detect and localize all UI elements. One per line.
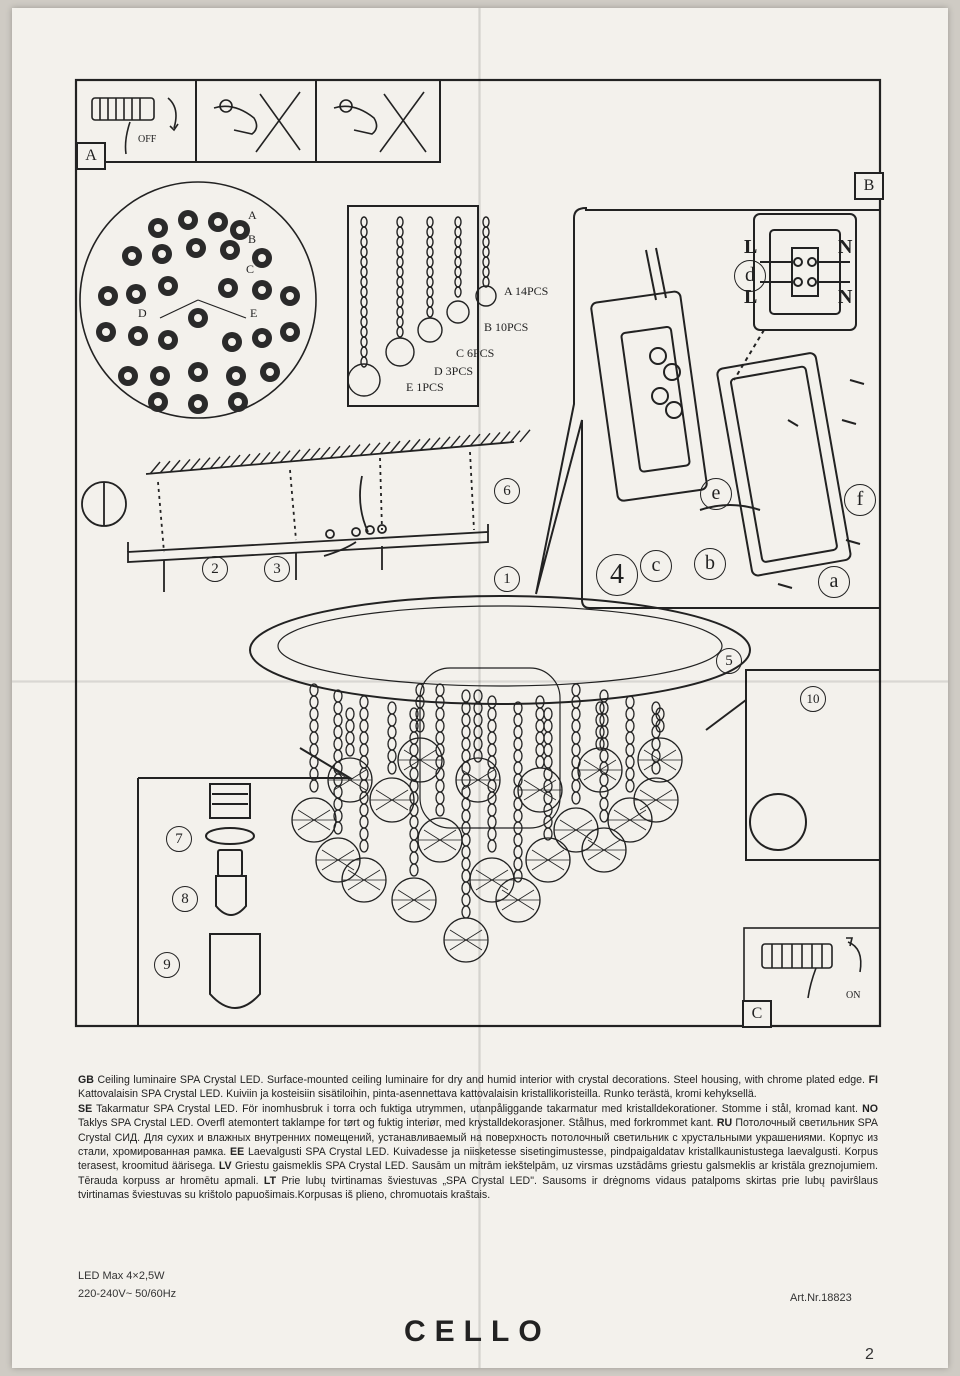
spec-led: LED Max 4×2,5W: [78, 1270, 165, 1282]
desc-gb: Ceiling luminaire SPA Crystal LED. Surfa…: [97, 1074, 865, 1086]
fold-vertical: [478, 8, 481, 1368]
panel-label-a: A: [76, 142, 106, 170]
point-a-label: A: [248, 208, 257, 222]
point-c-label: C: [246, 262, 255, 276]
step-6: 6: [494, 478, 520, 504]
single-strand-diagram: [705, 669, 881, 861]
spec-voltage: 220-240V~ 50/60Hz: [78, 1288, 177, 1300]
pcs-a-label: A 14PCS: [504, 284, 549, 298]
desc-ru: Потолочный светильник SPA Crystal СИД. Д…: [78, 1117, 878, 1159]
desc-ee: Laevalgusti SPA Crystal LED. Kuivadesse …: [78, 1146, 879, 1173]
lang-code-no: NO: [862, 1102, 878, 1115]
brand-logo: CELLO: [404, 1315, 551, 1348]
wire-l-top: L: [744, 236, 758, 258]
step-1: 1: [494, 566, 520, 592]
step-9: 9: [154, 952, 180, 978]
desc-se: Takarmatur SPA Crystal LED. För inomhusb…: [96, 1102, 858, 1115]
instruction-sheet: [12, 8, 948, 1368]
step-5: 5: [716, 648, 742, 674]
lang-code-ee: EE: [230, 1146, 245, 1159]
sub-step-f: f: [844, 484, 876, 516]
product-description: GB Ceiling luminaire SPA Crystal LED. Su…: [78, 1073, 878, 1203]
point-e-label: E: [250, 306, 258, 320]
sub-step-c: c: [640, 550, 672, 582]
lang-code-fi: FI: [868, 1074, 878, 1086]
step-2: 2: [202, 556, 228, 582]
lang-code-lt: LT: [263, 1174, 277, 1187]
switch-off-icon: [91, 97, 179, 155]
lang-code-gb: GB: [78, 1074, 94, 1086]
wire-n-top: N: [838, 236, 853, 258]
crystal-drops: [291, 683, 683, 963]
step-4: 4: [596, 554, 638, 596]
no-touch-bulb-icon: [213, 91, 427, 153]
desc-lv: Griestu gaismeklis SPA Crystal LED. Saus…: [78, 1160, 878, 1187]
on-label: ON: [846, 990, 861, 1001]
step-7: 7: [166, 826, 192, 852]
lang-code-se: SE: [78, 1102, 93, 1115]
bulb-replacement-diagram: [137, 747, 354, 1026]
mounting-bar-diagram: [81, 429, 531, 592]
point-d-label: D: [138, 306, 147, 320]
panel-label-b: B: [854, 172, 884, 200]
crystal-layout-diagram: [79, 181, 317, 419]
page-number: 2: [865, 1346, 874, 1363]
step-8: 8: [172, 886, 198, 912]
desc-lt: Prie lubų tvirtinamas šviestuvas „SPA Cr…: [78, 1174, 878, 1202]
sub-step-a: a: [818, 566, 850, 598]
article-number: Art.Nr.18823: [790, 1292, 852, 1304]
desc-fi: Kattovalaisin SPA Crystal LED. Kuiviin j…: [78, 1088, 757, 1101]
crystal-strands-diagram: [347, 216, 497, 397]
switch-on-icon: [743, 927, 881, 1027]
fold-horizontal: [12, 680, 948, 683]
wire-n-bottom: N: [838, 286, 853, 308]
sub-step-b: b: [694, 548, 726, 580]
chandelier-diagram: [249, 595, 751, 829]
pcs-c-label: C 6PCS: [456, 346, 495, 360]
sub-step-d: d: [734, 260, 766, 292]
junction-box-diagram: [535, 206, 881, 609]
panel-label-c: C: [742, 1000, 772, 1028]
lang-code-lv: LV: [218, 1160, 232, 1173]
off-label: OFF: [138, 134, 157, 145]
pcs-b-label: B 10PCS: [484, 320, 529, 334]
step-3: 3: [264, 556, 290, 582]
sub-step-e: e: [700, 478, 732, 510]
pcs-e-label: E 1PCS: [406, 380, 444, 394]
desc-no: Taklys SPA Crystal LED. Overfl atemonter…: [78, 1117, 714, 1130]
pcs-d-label: D 3PCS: [434, 364, 474, 378]
lang-code-ru: RU: [716, 1117, 733, 1130]
point-b-label: B: [248, 232, 257, 246]
step-10: 10: [800, 686, 826, 712]
